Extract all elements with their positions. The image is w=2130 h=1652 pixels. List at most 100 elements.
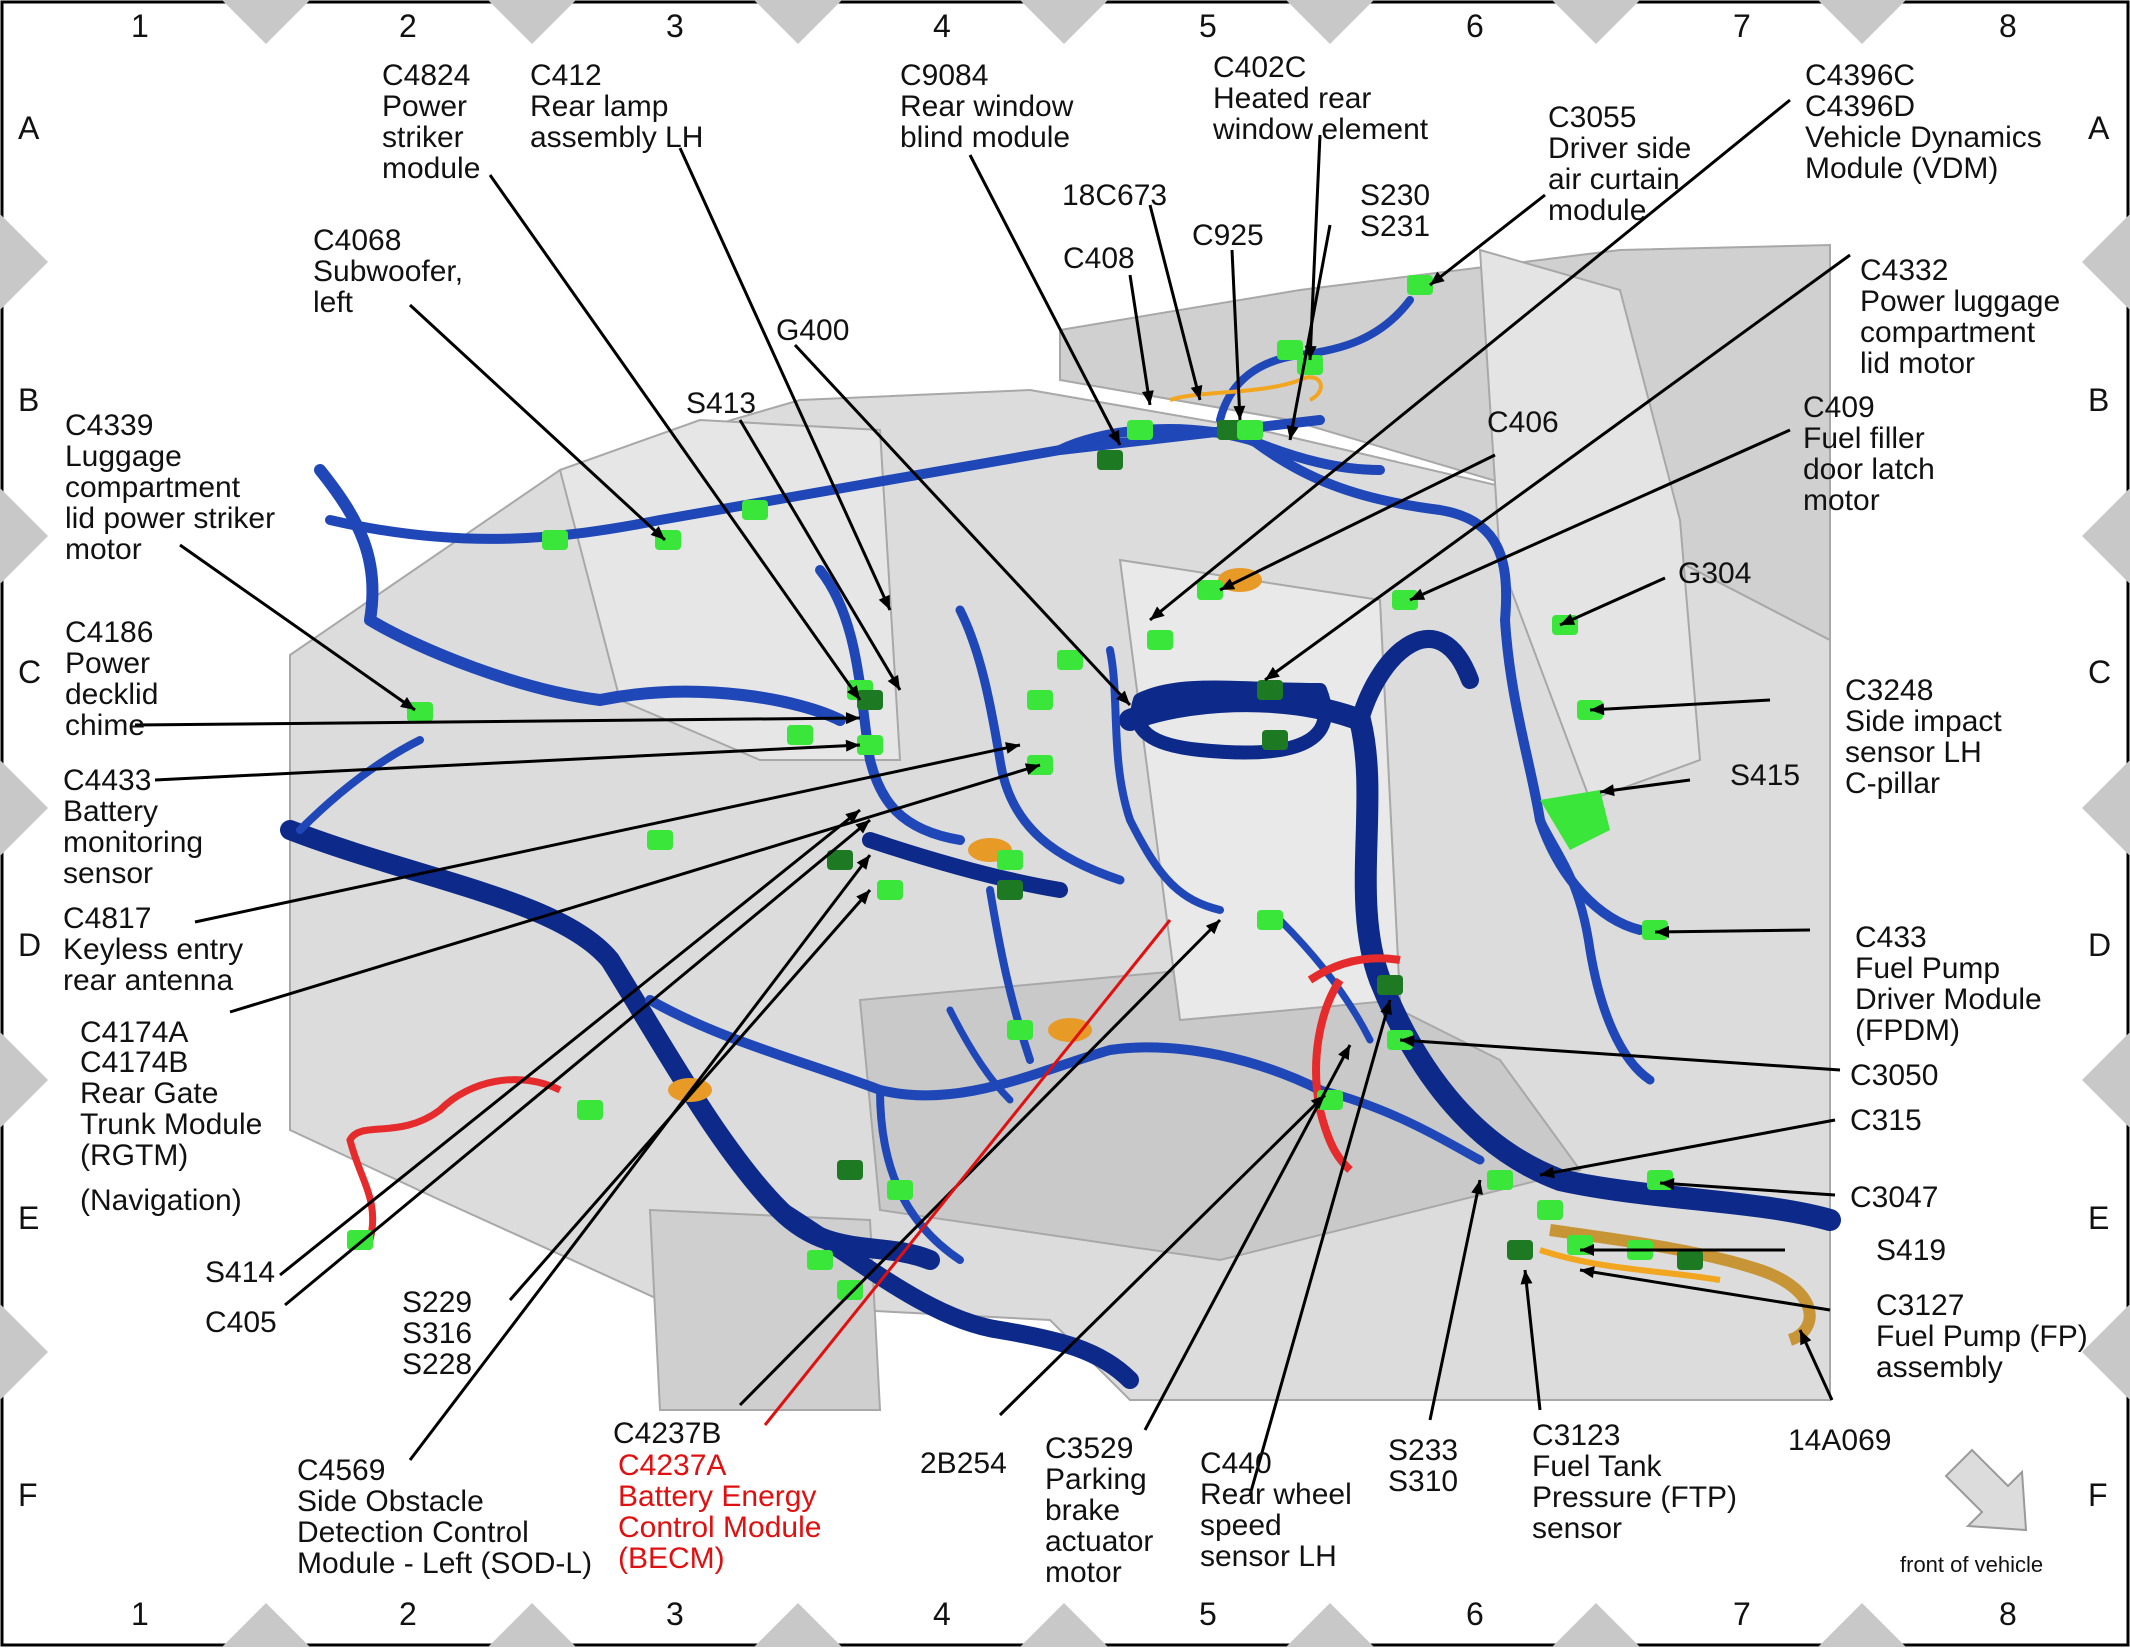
callout-line: Rear window xyxy=(900,90,1074,123)
callout-line: C4332 xyxy=(1860,254,1949,287)
callout-line: motor xyxy=(1803,484,1880,517)
callout-line: G304 xyxy=(1678,557,1752,590)
callout-line: air curtain xyxy=(1548,163,1680,196)
callout-line: S413 xyxy=(686,387,757,420)
callout-line: motor xyxy=(65,533,142,566)
leader-arrowhead xyxy=(845,739,860,752)
callout-line: S415 xyxy=(1730,759,1801,792)
callout-line: Rear lamp xyxy=(530,90,669,123)
callout-line: C4824 xyxy=(382,59,471,92)
connector-plug xyxy=(997,880,1023,900)
leader-arrowhead xyxy=(1800,1330,1812,1346)
leader-arrowhead xyxy=(856,855,870,870)
connector-plug xyxy=(542,530,568,550)
frame-tab-top xyxy=(488,0,576,44)
leader-arrowhead xyxy=(1520,1270,1533,1285)
leader-arrowhead xyxy=(856,890,870,905)
harness-branch xyxy=(645,995,1325,1101)
callout-line: Pressure (FTP) xyxy=(1532,1481,1738,1514)
grid-column-label: 2 xyxy=(399,8,417,44)
callout-line: S231 xyxy=(1360,210,1431,243)
frame-tab-left xyxy=(0,1032,48,1128)
callout-14a069: 14A069 xyxy=(1788,1425,1891,1456)
callout-line: 18C673 xyxy=(1062,179,1168,212)
leader-arrowhead xyxy=(1471,1180,1484,1195)
callout-line: blind module xyxy=(900,121,1071,154)
grid-column-label: 3 xyxy=(666,1596,684,1632)
connector-plug xyxy=(1277,340,1303,360)
connector-plug xyxy=(807,1250,833,1270)
frame-tab-right xyxy=(2082,1032,2130,1128)
callout-line: C4396C xyxy=(1805,59,1916,92)
leader-line xyxy=(408,303,667,542)
callout-line: C406 xyxy=(1487,406,1559,439)
callout-line: sensor xyxy=(63,857,154,890)
connector-plug xyxy=(1147,630,1173,650)
callout-c315: C315 xyxy=(1850,1105,1922,1136)
harness-branch xyxy=(296,736,424,834)
callout-line: window element xyxy=(1213,113,1429,146)
leader-arrowhead xyxy=(1233,405,1246,420)
leader-arrowhead xyxy=(1400,1034,1415,1047)
callout-c4174a: C4174A xyxy=(80,1017,188,1048)
leader-line xyxy=(1589,698,1771,712)
frame-tab-right xyxy=(2082,488,2130,584)
leader-line xyxy=(1264,253,1851,682)
grid-column-label: 8 xyxy=(1999,1596,2017,1632)
leader-line xyxy=(154,743,861,782)
callout-line: chime xyxy=(65,709,146,742)
callout-line: Side impact xyxy=(1845,705,2002,738)
leader-line xyxy=(194,743,1021,924)
callout-line: door latch xyxy=(1803,453,1935,486)
callout-line: Side Obstacle xyxy=(297,1485,484,1518)
callout-line: C4339 xyxy=(65,409,154,442)
connector-plug xyxy=(1392,590,1418,610)
callout-line: assembly xyxy=(1876,1351,2003,1384)
leader-arrowhead xyxy=(1141,390,1154,405)
callout-line: C412 xyxy=(530,59,602,92)
callout-c925: C925 xyxy=(1192,220,1264,251)
connector-plug xyxy=(577,1100,603,1120)
callout-line: Fuel Pump xyxy=(1855,952,2001,985)
frame-tab-bottom xyxy=(1818,1603,1906,1647)
leader-line xyxy=(1143,1044,1352,1431)
callout-line: S228 xyxy=(402,1348,473,1381)
leader-line xyxy=(1579,1268,1831,1312)
leader-line xyxy=(508,889,872,1301)
leader-arrowhead xyxy=(1410,588,1426,600)
leader-arrowhead xyxy=(1580,1266,1595,1279)
callout-line: C4433 xyxy=(63,764,152,797)
leader-line xyxy=(408,854,872,1461)
callout-line: (FPDM) xyxy=(1855,1014,1960,1047)
frame-tab-bottom xyxy=(222,1603,310,1647)
callout-line: C4817 xyxy=(63,902,152,935)
frame-tab-top xyxy=(222,0,310,44)
leader-line xyxy=(1523,1269,1542,1411)
callout-line: brake xyxy=(1045,1494,1121,1527)
grid-row-label: A xyxy=(2088,110,2110,146)
connector-plug xyxy=(1127,420,1153,440)
connector-plug xyxy=(1487,1170,1513,1190)
connector-plug xyxy=(997,850,1023,870)
connector-plug xyxy=(407,702,433,722)
leader-line xyxy=(1219,453,1496,592)
frame-tab-bottom xyxy=(1286,1603,1374,1647)
callout-line: 14A069 xyxy=(1788,1424,1892,1457)
harness-branch xyxy=(1130,680,1332,760)
callout-line: assembly LH xyxy=(530,121,704,154)
connector-plug xyxy=(877,880,903,900)
connector-plug xyxy=(1642,920,1668,940)
callout-line: Module (VDM) xyxy=(1805,152,1999,185)
callout-navigation: (Navigation) xyxy=(80,1185,242,1216)
callout-2b254: 2B254 xyxy=(920,1448,1007,1479)
front-of-vehicle-arrow-icon xyxy=(1944,1448,2028,1532)
leader-arrowhead xyxy=(845,810,860,824)
connector-plug xyxy=(1097,450,1123,470)
